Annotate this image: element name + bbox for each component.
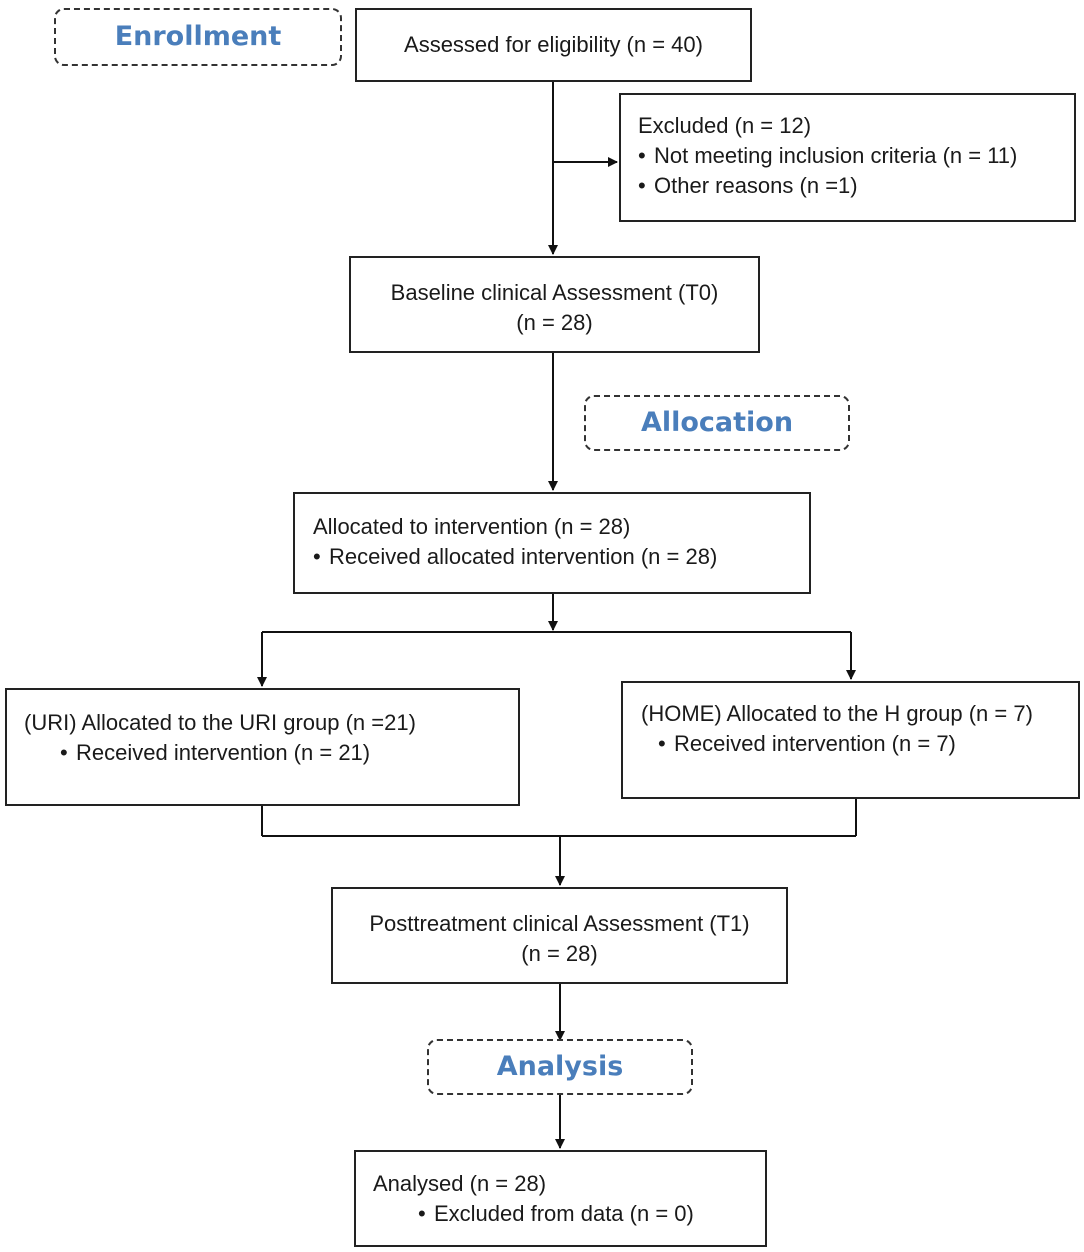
posttreatment-box: Posttreatment clinical Assessment (T1) (… — [331, 887, 788, 984]
allocated-item: Received allocated intervention (n = 28) — [313, 542, 809, 572]
excluded-item: Other reasons (n =1) — [638, 171, 1074, 201]
uri-group-item: Received intervention (n = 21) — [24, 738, 518, 768]
assessed-box: Assessed for eligibility (n = 40) — [355, 8, 752, 82]
posttreatment-line2: (n = 28) — [521, 941, 598, 966]
stage-allocation: Allocation — [584, 395, 850, 451]
posttreatment-line1: Posttreatment clinical Assessment (T1) — [369, 911, 750, 936]
baseline-box: Baseline clinical Assessment (T0) (n = 2… — [349, 256, 760, 353]
stage-enrollment: Enrollment — [54, 8, 342, 66]
excluded-box: Excluded (n = 12) Not meeting inclusion … — [619, 93, 1076, 222]
stage-analysis: Analysis — [427, 1039, 693, 1095]
uri-group-box: (URI) Allocated to the URI group (n =21)… — [5, 688, 520, 806]
allocated-title: Allocated to intervention (n = 28) — [313, 514, 631, 539]
analysed-box: Analysed (n = 28) Excluded from data (n … — [354, 1150, 767, 1247]
home-group-item: Received intervention (n = 7) — [641, 729, 1078, 759]
stage-allocation-label: Allocation — [640, 407, 794, 438]
excluded-item: Not meeting inclusion criteria (n = 11) — [638, 141, 1074, 171]
analysed-item: Excluded from data (n = 0) — [373, 1199, 765, 1229]
home-group-title: (HOME) Allocated to the H group (n = 7) — [641, 701, 1033, 726]
baseline-line1: Baseline clinical Assessment (T0) — [390, 280, 719, 305]
allocated-box: Allocated to intervention (n = 28) Recei… — [293, 492, 811, 594]
stage-enrollment-label: Enrollment — [114, 21, 282, 52]
assessed-text: Assessed for eligibility (n = 40) — [404, 32, 703, 57]
stage-analysis-label: Analysis — [496, 1051, 624, 1082]
analysed-title: Analysed (n = 28) — [373, 1171, 547, 1196]
home-group-box: (HOME) Allocated to the H group (n = 7) … — [621, 681, 1080, 799]
excluded-title: Excluded (n = 12) — [638, 113, 812, 138]
baseline-line2: (n = 28) — [516, 310, 593, 335]
uri-group-title: (URI) Allocated to the URI group (n =21) — [24, 710, 416, 735]
